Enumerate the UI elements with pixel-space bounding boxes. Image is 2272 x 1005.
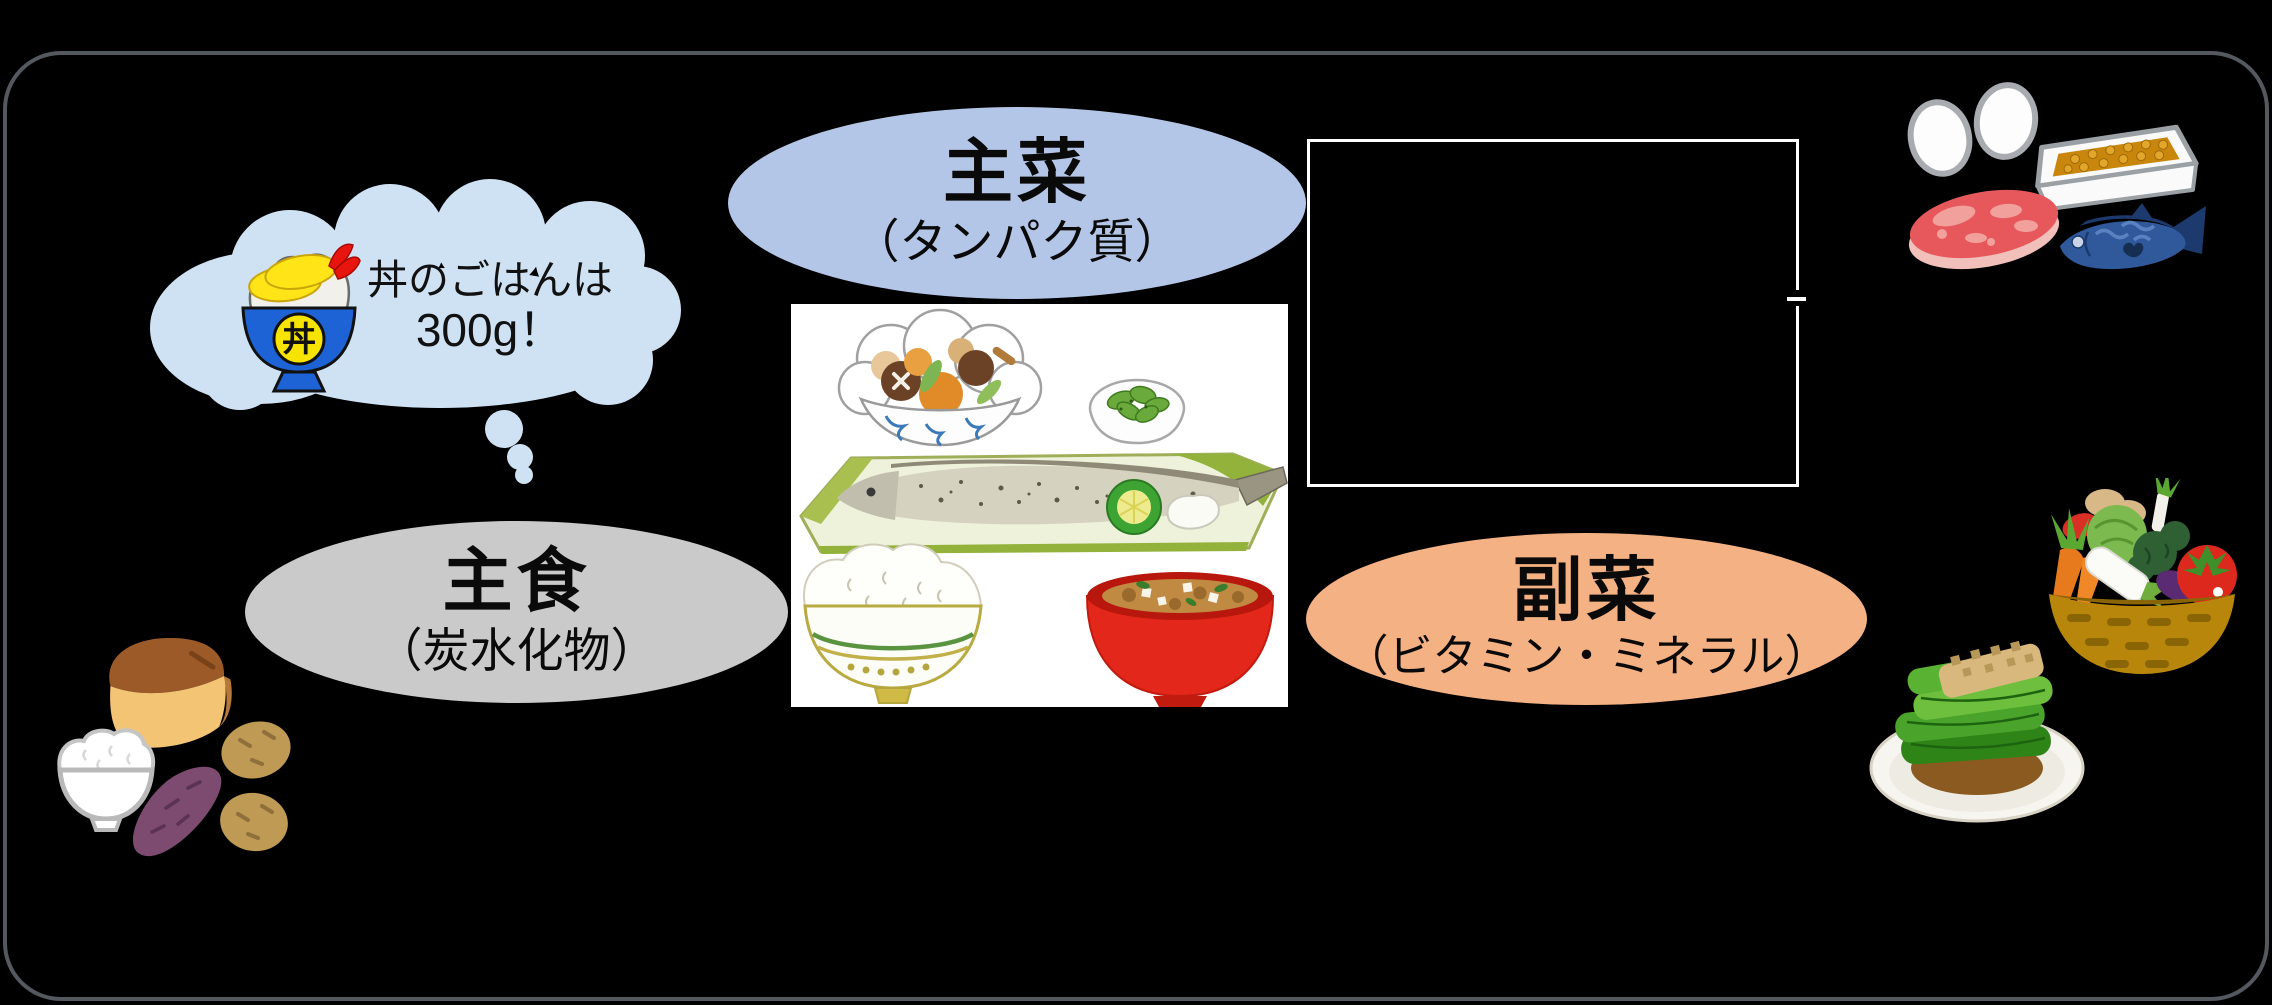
staple-food-ellipse: 主食 （炭水化物）: [245, 521, 788, 703]
staple-food-subtitle: （炭水化物）: [375, 623, 658, 677]
thought-line-1: 丼のごはんは: [367, 257, 613, 303]
vegetable-basket-icon: [2049, 478, 2237, 674]
simmered-vegetables-bowl: [837, 308, 1043, 447]
thought-line-2: 300g！: [415, 304, 565, 357]
staple-foods-illustration: [57, 637, 291, 857]
grilled-fish-plate: [799, 452, 1288, 554]
green-onion: [2151, 478, 2181, 532]
rice-bowl-icon: [57, 728, 156, 832]
protein-foods-illustration: [1907, 82, 2206, 270]
fish-icon: [2060, 203, 2206, 270]
thought-trail-bubble-small: [515, 466, 533, 484]
tomato: [2177, 545, 2237, 605]
side-dish-subtitle: （ビタミン・ミネラル）: [1344, 632, 1829, 682]
side-dish-title: 副菜: [1512, 551, 1661, 629]
tempura-shrimp: [248, 243, 361, 303]
potatoes-icon: [220, 721, 291, 852]
side-dish-foods-illustration: [1869, 478, 2237, 823]
donburi-bowl-icon: 丼: [241, 243, 361, 393]
miso-soup-bowl: [1085, 572, 1275, 707]
diagram-border-frame: [3, 51, 2269, 1001]
thought-bubble-text: 丼のごはんは 300g！: [350, 257, 630, 357]
main-dish-ellipse: 主菜 （タンパク質）: [728, 107, 1306, 299]
bowl-emblem-circle: [272, 312, 326, 366]
thought-trail-bubble-large: [485, 410, 523, 448]
greens-plate-icon: [1869, 640, 2085, 823]
eggs-icon: [1907, 82, 2039, 177]
sweet-potato-icon: [132, 766, 222, 857]
bowl-foot: [271, 370, 327, 393]
grated-daikon: [1166, 494, 1220, 530]
natto-pack-icon: [2035, 124, 2199, 212]
side-dish-ellipse: 副菜 （ビタミン・ミネラル）: [1306, 533, 1867, 705]
thought-trail-bubble-medium: [507, 444, 533, 470]
main-dish-title: 主菜: [943, 133, 1091, 212]
annotation-box-tick-mark: [1787, 297, 1806, 301]
staple-food-title: 主食: [442, 542, 591, 621]
meat-icon: [1908, 189, 2060, 270]
meal-set-illustration: [799, 308, 1288, 707]
empty-annotation-box: [1307, 139, 1799, 487]
pickles-bowl: [1088, 378, 1186, 445]
main-dish-subtitle: （タンパク質）: [852, 214, 1182, 268]
bowl-emblem-label: 丼: [282, 321, 316, 359]
meal-set-image: [791, 304, 1288, 707]
bread-loaf-icon: [109, 637, 232, 748]
rice-bowl: [802, 543, 983, 704]
